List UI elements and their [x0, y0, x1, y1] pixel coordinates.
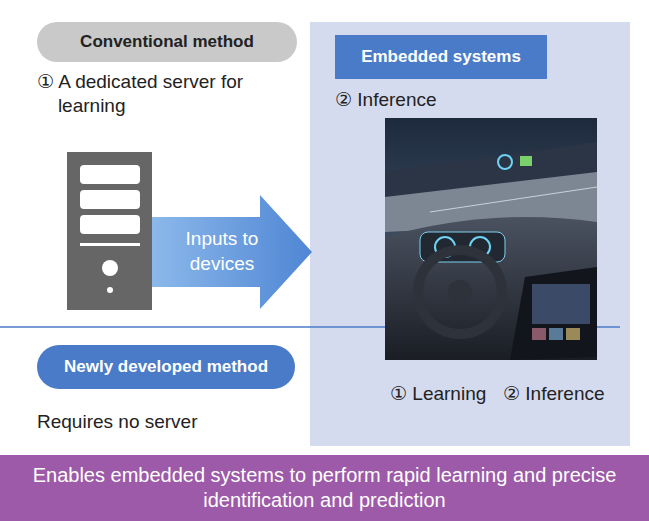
car-illustration: [310, 22, 630, 446]
arrow-label: Inputs to devices: [172, 227, 272, 276]
method-pill: Newly developed method: [37, 345, 295, 389]
box-title: Conventional method: [80, 31, 254, 53]
panel-text: ① Learning: [390, 382, 486, 405]
box-title: Newly developed method: [64, 356, 268, 378]
caption-band: Enables embedded systems to perform rapi…: [0, 455, 649, 521]
panel-text: ② Inference: [335, 88, 437, 111]
note-text: Requires no server: [37, 410, 308, 434]
note-text: ① A dedicated server for learning: [37, 70, 308, 118]
panel-text: ② Inference: [503, 382, 605, 405]
caption-text: Enables embedded systems to perform rapi…: [25, 463, 625, 513]
box-title: Embedded systems: [361, 46, 521, 68]
server-icon: [67, 152, 152, 310]
title-box: Embedded systems: [335, 35, 547, 79]
divider-line: [0, 326, 310, 328]
arrow-shape: [152, 195, 312, 309]
input-arrow: Inputs to devices: [152, 195, 312, 309]
embedded-panel: ② Inference ① Learning ② Inference Embedded…: [310, 22, 630, 446]
method-pill: Conventional method: [37, 22, 297, 62]
